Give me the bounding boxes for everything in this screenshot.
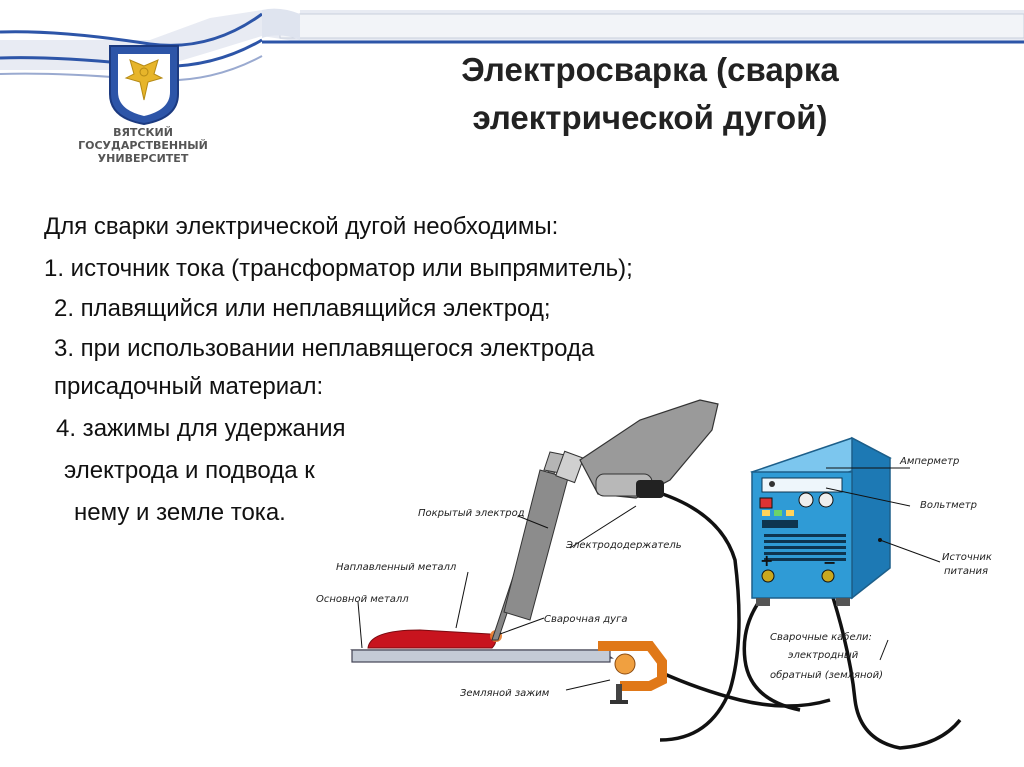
label-base-metal: Основной металл — [316, 594, 409, 605]
university-name-line: ВЯТСКИЙ — [113, 126, 173, 139]
body-line: 4. зажимы для удержания — [56, 415, 346, 442]
electrode-cable-end — [742, 586, 801, 712]
label-voltmeter: Вольтметр — [920, 500, 977, 511]
glove — [579, 399, 719, 499]
label-power-source: Источник — [942, 552, 992, 563]
university-name-line: УНИВЕРСИТЕТ — [97, 152, 189, 165]
university-name: ВЯТСКИЙ ГОСУДАРСТВЕННЫЙ УНИВЕРСИТЕТ — [58, 126, 228, 165]
weld-bead — [367, 629, 496, 649]
slide-title: Электросварка (сварка электрической дуго… — [380, 46, 920, 142]
electrode-holder — [491, 450, 585, 641]
body-line: электрода и подвода к — [64, 457, 315, 484]
ground-cable — [828, 587, 962, 750]
body-line: 1. источник тока (трансформатор или выпр… — [44, 255, 633, 282]
ground-cable-to-clamp — [659, 670, 831, 708]
label-coated-electrode: Покрытый электрод — [418, 508, 525, 519]
label-cables: электродный — [788, 650, 859, 661]
body-line: нему и земле тока. — [74, 499, 286, 526]
label-cables: обратный (земляной) — [770, 669, 883, 681]
label-cables: Сварочные кабели: — [770, 631, 872, 643]
label-ammeter: Амперметр — [899, 456, 959, 467]
label-ground-clamp: Земляной зажим — [460, 688, 550, 699]
body-line: присадочный материал: — [54, 373, 324, 400]
label-welding-arc: Сварочная дуга — [544, 614, 627, 625]
body-line: Для сварки электрической дугой необходим… — [44, 213, 559, 240]
minus-sign: − — [823, 553, 836, 572]
header-ribbon — [0, 8, 1024, 82]
university-name-line: ГОСУДАРСТВЕННЫЙ — [78, 139, 208, 152]
body-line: 2. плавящийся или неплавящийся электрод; — [54, 295, 551, 322]
ground-clamp — [598, 641, 667, 704]
plus-sign: + — [760, 551, 773, 570]
welding-machine — [750, 436, 892, 606]
label-power-source: питания — [944, 566, 988, 577]
label-deposited-metal: Наплавленный металл — [336, 562, 457, 573]
slide-title-line: Электросварка (сварка — [461, 51, 839, 88]
university-logo — [106, 44, 182, 131]
slide-title-line: электрической дугой) — [472, 99, 828, 136]
label-electrode-holder: Электрододержатель — [565, 540, 682, 551]
electrode-cable — [649, 488, 741, 742]
body-line: 3. при использовании неплавящегося элект… — [54, 335, 595, 362]
